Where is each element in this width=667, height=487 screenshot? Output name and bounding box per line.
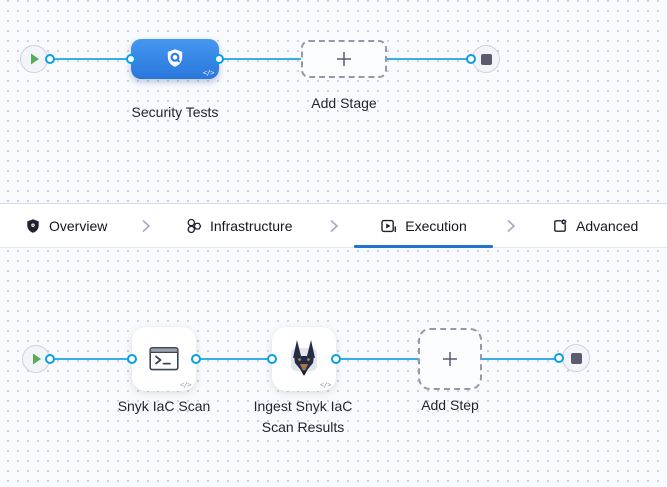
snyk-dog-icon bbox=[291, 340, 317, 376]
step-pipeline-end-node bbox=[562, 344, 590, 372]
add-stage-button[interactable] bbox=[301, 40, 387, 78]
tab-label: Overview bbox=[49, 217, 108, 234]
chevron-right-icon bbox=[506, 204, 516, 247]
stage-label: Security Tests bbox=[131, 104, 219, 120]
stage-edge bbox=[48, 58, 134, 60]
connector-port bbox=[45, 354, 55, 364]
step-edge bbox=[48, 358, 134, 360]
step-node-snyk-iac-scan[interactable]: </> bbox=[132, 327, 196, 391]
connector-port bbox=[191, 354, 201, 364]
execution-icon bbox=[381, 219, 397, 232]
stage-pipeline-start-node bbox=[20, 45, 48, 73]
stage-tab-bar: Overview Infrastructure bbox=[0, 203, 667, 248]
terminal-icon bbox=[149, 346, 179, 371]
play-icon bbox=[31, 53, 39, 65]
code-badge: </> bbox=[202, 69, 215, 77]
stage-edge bbox=[216, 58, 304, 60]
code-badge: </> bbox=[179, 381, 192, 389]
step-label: Ingest Snyk IaC Scan Results bbox=[253, 398, 353, 435]
tab-label: Advanced bbox=[576, 217, 639, 234]
connector-port bbox=[466, 54, 476, 64]
step-node-ingest-snyk-results[interactable]: </> bbox=[272, 327, 336, 391]
connector-port bbox=[45, 54, 55, 64]
connector-port bbox=[126, 54, 136, 64]
plus-icon bbox=[337, 52, 351, 66]
add-stage-label: Add Stage bbox=[311, 95, 377, 111]
add-step-label: Add Step bbox=[421, 397, 479, 413]
stage-pipeline-end-node bbox=[472, 45, 500, 73]
stage-edge bbox=[386, 58, 474, 60]
security-shield-icon bbox=[167, 49, 183, 67]
step-edge bbox=[194, 358, 274, 360]
step-edge bbox=[334, 358, 420, 360]
connector-port bbox=[214, 54, 224, 64]
chevron-right-icon bbox=[141, 204, 151, 247]
connector-port bbox=[127, 354, 137, 364]
stop-icon bbox=[480, 53, 492, 65]
connector-port bbox=[331, 354, 341, 364]
plus-icon bbox=[443, 352, 457, 366]
stage-node-security-tests[interactable]: </> bbox=[131, 39, 219, 79]
tab-advanced[interactable]: Advanced bbox=[552, 204, 638, 247]
code-badge: </> bbox=[319, 381, 332, 389]
tab-overview[interactable]: Overview bbox=[25, 204, 107, 247]
connector-port bbox=[554, 353, 564, 363]
advanced-icon bbox=[554, 218, 567, 232]
play-icon bbox=[33, 353, 41, 365]
add-step-button[interactable] bbox=[418, 328, 482, 390]
tab-label: Execution bbox=[405, 217, 467, 234]
shield-icon bbox=[27, 218, 39, 233]
tab-infrastructure[interactable]: Infrastructure bbox=[186, 204, 292, 247]
step-edge bbox=[480, 358, 562, 360]
chevron-right-icon bbox=[329, 204, 339, 247]
stop-icon bbox=[570, 352, 582, 364]
step-label: Snyk IaC Scan bbox=[117, 398, 211, 414]
tab-label: Infrastructure bbox=[210, 217, 293, 234]
connector-port bbox=[267, 354, 277, 364]
infrastructure-icon bbox=[187, 218, 202, 233]
tab-execution[interactable]: Execution bbox=[354, 204, 493, 248]
